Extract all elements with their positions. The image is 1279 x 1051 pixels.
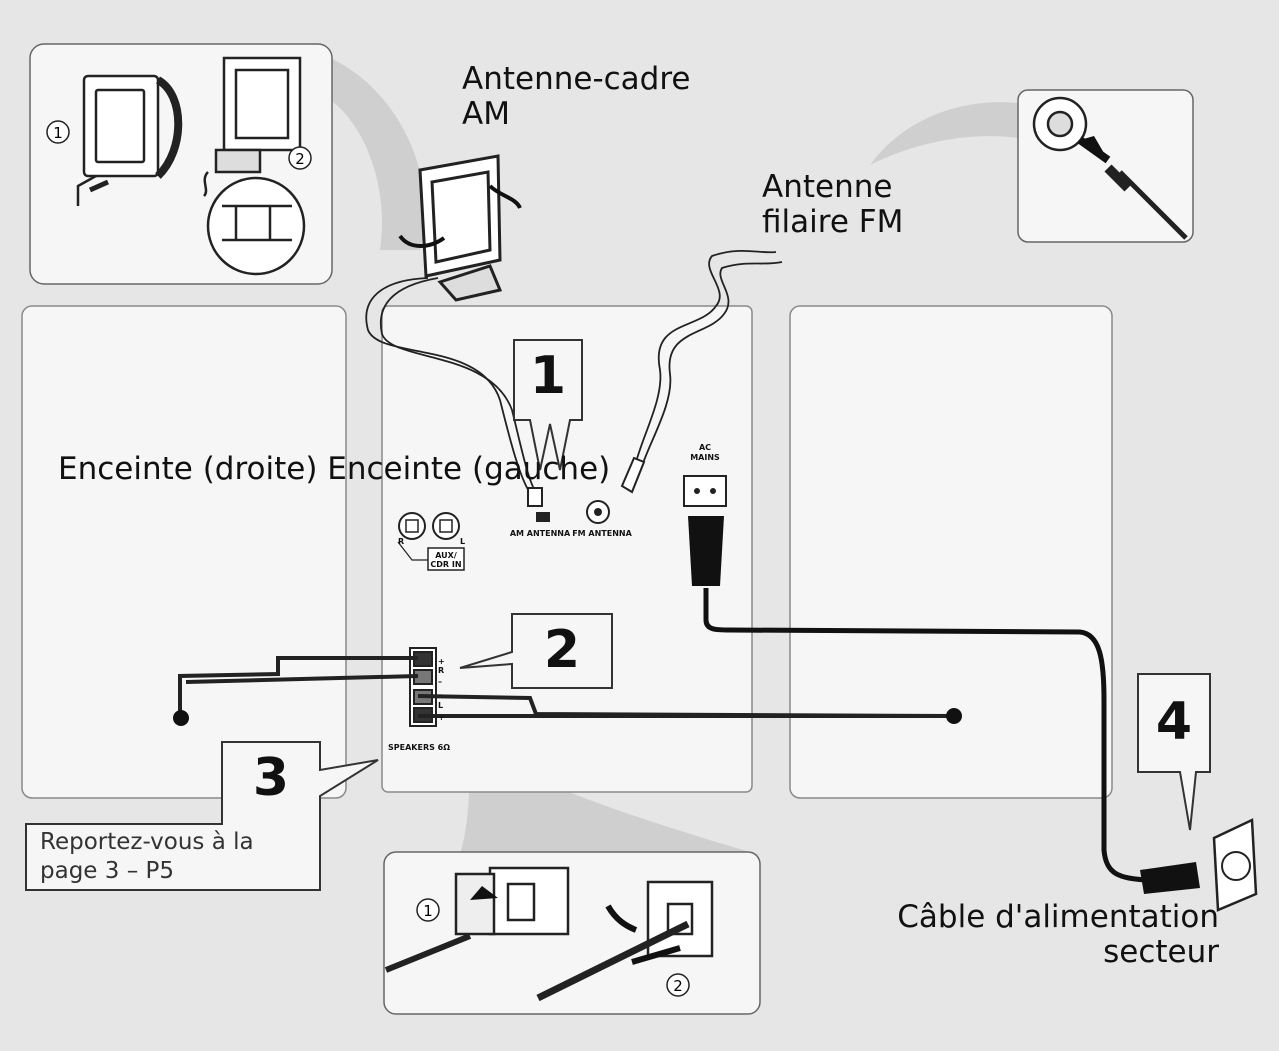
fm-antenna-caption: Antenne filaire FM (762, 170, 903, 239)
aux-jack-r-inner (405, 519, 419, 533)
am-loop-antenna-icon (418, 154, 503, 302)
insert-wire-arrow-icon (631, 945, 681, 965)
ac-socket-pin-right (710, 488, 716, 494)
inset-marker-1-circle (46, 120, 70, 144)
inset-marker-1: 1 (53, 124, 63, 142)
fm-insert-arrow-shaft (1077, 136, 1111, 164)
mains-plug-icon (688, 516, 724, 586)
fm-antenna-label: FM ANTENNA (572, 529, 632, 538)
mains-cable-caption: Câble d'alimentation secteur (897, 900, 1219, 969)
wall-outlet-socket (1221, 851, 1251, 881)
am-antenna-caption-line-1: Antenne-cadre (462, 61, 691, 97)
callout-bubble-speakers (460, 742, 760, 855)
main-unit-box (381, 305, 753, 793)
release-tab-arrow-icon (605, 904, 638, 933)
speaker-right-connector (173, 710, 189, 726)
terminal-marker-2-circle (666, 973, 690, 997)
aux-label: AUX/ (435, 551, 457, 560)
terminal-r-letter: R (438, 666, 444, 675)
refer-page-note-line-2: page 3 – P5 (40, 858, 175, 885)
fm-antenna-caption-line-1: Antenne (762, 169, 893, 205)
step-2-number: 2 (543, 620, 581, 680)
fm-antenna-caption-line-2: filaire FM (762, 203, 904, 240)
am-antenna-label: AM ANTENNA (510, 529, 571, 538)
refer-page-note: Reportez-vous à la page 3 – P5 (40, 828, 254, 887)
speaker-left-connector (946, 708, 962, 724)
aux-bracket (397, 541, 428, 561)
mains-cable-caption-line-1: Câble d'alimentation (897, 899, 1219, 935)
cdr-in-label: CDR IN (430, 560, 461, 569)
ac-socket-pin-left (694, 488, 700, 494)
fm-antenna-plug (620, 456, 646, 494)
step-1-callout (513, 339, 583, 471)
step-3-number: 3 (252, 748, 290, 808)
mains-cable (703, 588, 1147, 883)
refer-page-note-line-1: Reportez-vous à la (40, 829, 254, 855)
antenna-cables (365, 249, 783, 497)
push-tab-arrow-icon (470, 886, 498, 900)
callout-bubble-ac (870, 102, 1030, 165)
terminal-l-plus: + (438, 713, 445, 722)
speaker-left-box (789, 305, 1113, 799)
terminal-marker-1: 1 (423, 902, 433, 920)
aux-jack-r (398, 512, 426, 540)
fm-antenna-jack-center (594, 508, 602, 516)
rotate-arrow-right-icon (488, 184, 522, 209)
step-3-callout (25, 741, 379, 891)
mains-plug-wall-icon (1140, 862, 1200, 894)
callout-bubble-am (330, 58, 426, 250)
am-antenna-jack (527, 487, 543, 507)
speaker-terminal-block (409, 647, 437, 727)
am-antenna-caption: Antenne-cadre AM (462, 62, 691, 131)
mains-cable-caption-line-2: secteur (1103, 933, 1219, 970)
aux-r-letter: R (398, 537, 404, 546)
am-antenna-terminal (536, 512, 550, 522)
terminal-l-minus: – (438, 690, 442, 699)
inset-marker-2-circle (288, 146, 312, 170)
speakers-panel-label: SPEAKERS 6Ω (388, 743, 450, 752)
step-4-number: 4 (1155, 692, 1193, 752)
inset-marker-2: 2 (295, 150, 305, 168)
terminal-r-minus: – (438, 677, 442, 686)
aux-l-letter: L (460, 537, 465, 546)
aux-label-box (427, 547, 465, 571)
speakers-caption: Enceinte (droite) Enceinte (gauche) (58, 451, 611, 487)
am-assembly-drawing (76, 56, 306, 276)
ac-label: AC (699, 443, 711, 452)
ac-mains-socket (683, 475, 727, 507)
speaker-terminal-drawing (384, 866, 714, 1002)
speaker-wires (178, 656, 955, 718)
aux-jack-l (432, 512, 460, 540)
terminal-marker-1-circle (416, 898, 440, 922)
aux-jack-l-inner (439, 519, 453, 533)
rotate-arrow-left-icon (398, 234, 446, 248)
step-4-callout (1137, 673, 1211, 831)
terminal-marker-2: 2 (673, 977, 683, 995)
step-2-callout (459, 613, 613, 689)
step-1-number: 1 (529, 346, 567, 406)
am-antenna-caption-line-2: AM (462, 95, 510, 132)
terminal-l-letter: L (438, 701, 443, 710)
fm-plug-drawing (1032, 96, 1188, 240)
mains-label: MAINS (690, 453, 720, 462)
terminal-r-plus: + (438, 657, 445, 666)
